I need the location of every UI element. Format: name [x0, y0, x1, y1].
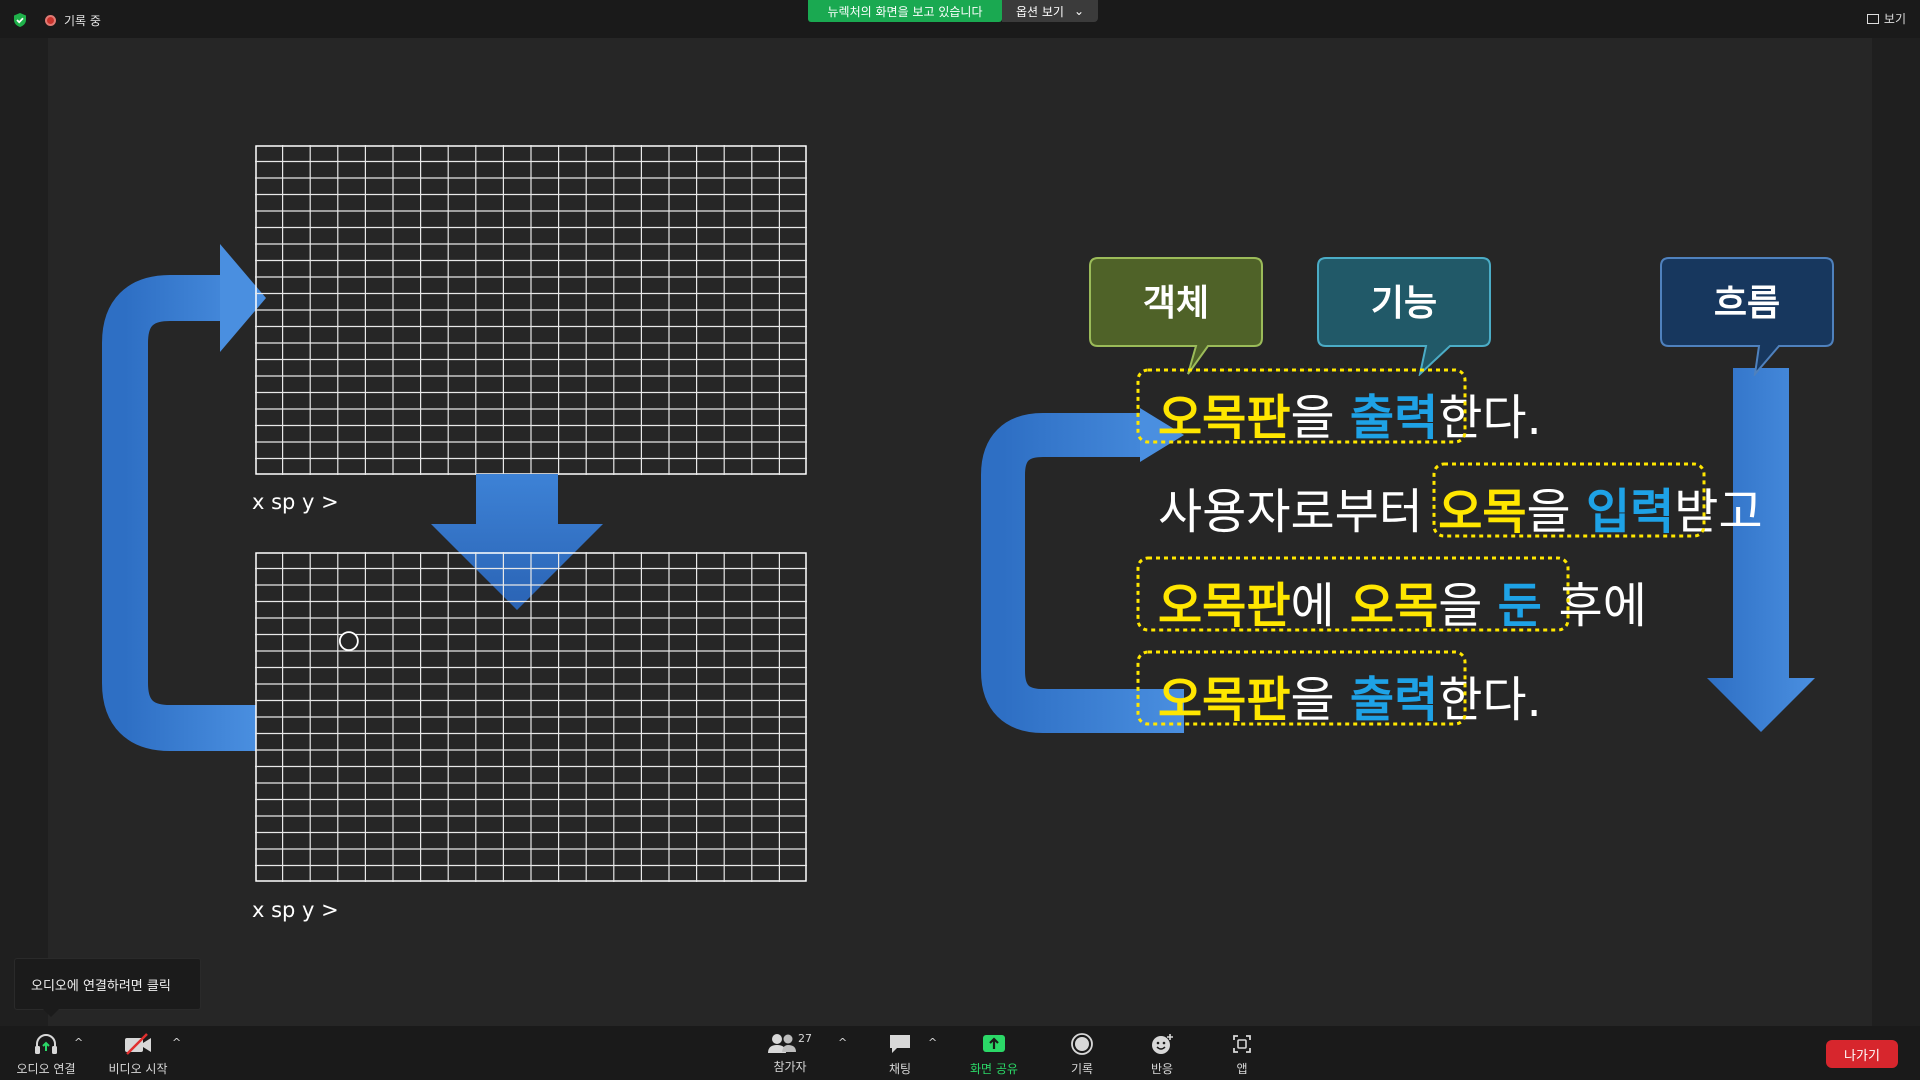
headphones-icon	[35, 1034, 57, 1054]
chat-icon	[890, 1035, 910, 1053]
label-flow: 흐름	[1713, 283, 1781, 324]
word-stone: 오목	[1438, 484, 1527, 540]
stone-marker	[338, 631, 359, 651]
meeting-toolbar: 오디오 연결 ^ 비디오 시작 ^ 27 참가자 ^ 채팅 ^	[0, 1026, 1920, 1080]
word-board: 오목판	[1158, 390, 1291, 446]
word-input: 입력	[1585, 484, 1675, 540]
verb: 한다.	[1438, 672, 1542, 728]
word-stone: 오목	[1349, 578, 1439, 634]
record-icon	[1071, 1033, 1093, 1055]
view-button[interactable]: 보기	[1866, 10, 1906, 27]
board-grid-top	[255, 145, 807, 475]
sentence-2: 사용자로부터 오목을 입력받고	[1158, 472, 1763, 542]
verb: 받고	[1674, 484, 1763, 540]
view-label: 보기	[1883, 12, 1906, 26]
particle: 을	[1526, 484, 1586, 540]
chevron-down-icon: ⌄	[1073, 4, 1085, 18]
video-off-icon	[125, 1033, 151, 1055]
video-button[interactable]: 비디오 시작	[106, 1032, 170, 1077]
chat-caret-icon[interactable]: ^	[928, 1036, 938, 1049]
particle: 에	[1290, 578, 1350, 634]
word-board: 오목판	[1158, 578, 1291, 634]
share-screen-icon	[983, 1035, 1005, 1052]
bubble-function	[1317, 257, 1491, 376]
label-function: 기능	[1370, 283, 1438, 324]
loop-arrow-right	[981, 408, 1184, 733]
reactions-label: 반응	[1150, 1062, 1174, 1076]
sentence-3: 오목판에 오목을 둔 후에	[1158, 566, 1647, 636]
record-label: 기록	[1070, 1062, 1094, 1076]
bubble-object	[1089, 257, 1263, 375]
particle: 을	[1290, 672, 1350, 728]
participants-count: 27	[798, 1032, 812, 1045]
bubble-flow	[1660, 257, 1834, 376]
audio-label: 오디오 연결	[16, 1062, 76, 1076]
down-arrow	[431, 474, 603, 610]
recording-indicator[interactable]: 기록 중	[45, 12, 101, 29]
sentence-4: 오목판을 출력한다.	[1158, 660, 1542, 730]
chat-label: 채팅	[888, 1062, 912, 1076]
participants-icon	[768, 1034, 796, 1053]
suffix: 후에	[1558, 578, 1647, 634]
share-banner: 뉴렉처의 화면을 보고 있습니다	[808, 0, 1002, 22]
recording-label: 기록 중	[64, 14, 101, 28]
prefix: 사용자로부터	[1158, 484, 1439, 540]
top-bar: 기록 중 뉴렉처의 화면을 보고 있습니다 옵션 보기 ⌄ 보기	[0, 0, 1920, 38]
reaction-emoji-icon	[1152, 1034, 1173, 1054]
board-grid-bottom	[255, 552, 807, 882]
apps-button[interactable]: 앱	[1218, 1032, 1266, 1077]
audio-caret-icon[interactable]: ^	[74, 1036, 84, 1049]
share-screen-label: 화면 공유	[970, 1062, 1018, 1076]
verb: 한다.	[1438, 390, 1542, 446]
apps-label: 앱	[1236, 1062, 1248, 1076]
record-button[interactable]: 기록	[1058, 1032, 1106, 1077]
label-object: 객체	[1142, 283, 1210, 324]
view-icon	[1866, 13, 1879, 24]
audio-button[interactable]: 오디오 연결	[14, 1032, 78, 1077]
reactions-button[interactable]: 반응	[1138, 1032, 1186, 1077]
audio-tooltip: 오디오에 연결하려면 클릭	[14, 958, 201, 1017]
participants-label: 참가자	[773, 1060, 807, 1074]
shield-icon[interactable]	[12, 12, 28, 28]
video-caret-icon[interactable]: ^	[172, 1036, 182, 1049]
leave-button[interactable]: 나가기	[1826, 1040, 1898, 1068]
view-options-button[interactable]: 옵션 보기 ⌄	[1002, 0, 1098, 22]
view-options-label: 옵션 보기	[1015, 4, 1064, 19]
word-place: 둔	[1497, 578, 1559, 634]
chat-button[interactable]: 채팅	[876, 1032, 924, 1077]
share-screen-button[interactable]: 화면 공유	[962, 1032, 1026, 1077]
flow-arrow	[1707, 368, 1815, 732]
input-prompt-top: x sp y >	[252, 490, 339, 514]
input-prompt-bottom: x sp y >	[252, 898, 339, 922]
shared-screen: x sp y > x sp y > 객체	[48, 38, 1872, 1026]
particle: 을	[1438, 578, 1498, 634]
participants-button[interactable]: 27 참가자	[760, 1032, 820, 1075]
sentence-1: 오목판을 출력한다.	[1158, 378, 1542, 448]
word-output: 출력	[1349, 672, 1439, 728]
record-icon	[45, 15, 56, 26]
particle: 을	[1290, 390, 1350, 446]
participants-caret-icon[interactable]: ^	[838, 1036, 848, 1049]
word-board: 오목판	[1158, 672, 1291, 728]
loop-arrow-left	[102, 244, 266, 751]
word-output: 출력	[1349, 390, 1439, 446]
apps-icon	[1233, 1035, 1251, 1053]
video-label: 비디오 시작	[108, 1062, 168, 1076]
